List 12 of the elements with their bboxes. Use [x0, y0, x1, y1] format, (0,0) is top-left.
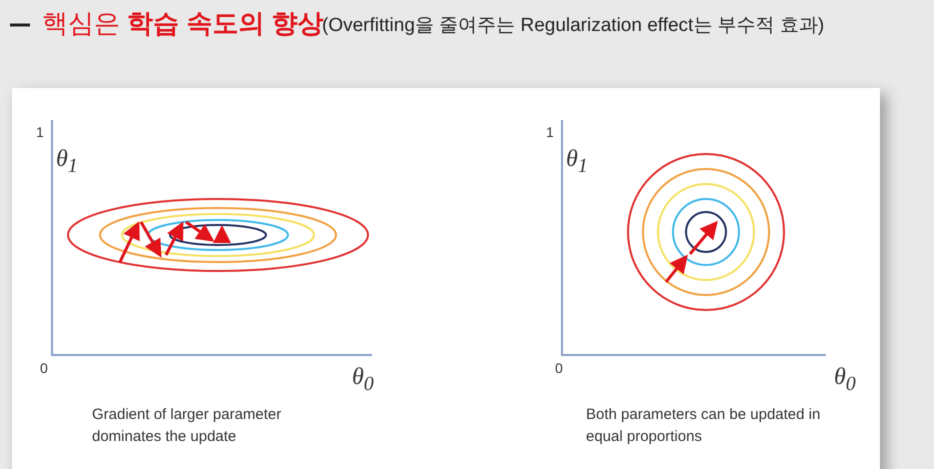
axis-tick-label: 1	[546, 124, 554, 140]
axis-label: θ$_{1}$	[566, 146, 588, 178]
axis-tick-label: 0	[40, 360, 48, 376]
axis-tick-label: 1	[36, 124, 44, 140]
axis-label: θ$_{0}$	[834, 364, 856, 396]
subheading-text: (Overfitting을 줄여주는 Regularization effect는 부수적 효과)	[322, 15, 824, 36]
caption-text: Gradient of larger parameter dominates the update	[92, 405, 282, 447]
caption-text: Both parameters can be updated in equal proportions	[586, 405, 822, 447]
axis-tick-label: 0	[555, 360, 563, 376]
axis-label: θ$_{0}$	[352, 364, 374, 396]
axis-label: θ$_{1}$	[56, 146, 78, 178]
headline-text: 핵심은 학습 속도의 향상	[42, 7, 324, 40]
